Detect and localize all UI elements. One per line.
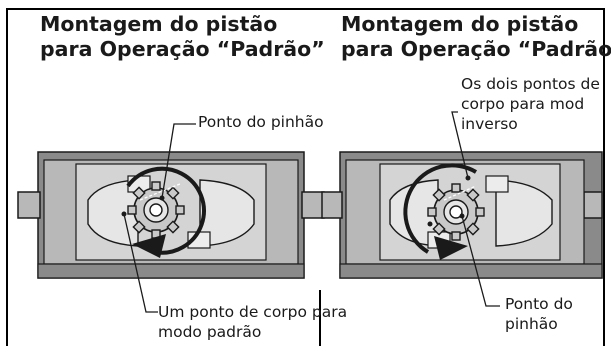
right-rotation-arc-icon <box>403 163 478 254</box>
right-leader-body <box>451 111 469 179</box>
right-callout-body-line2: corpo para mod <box>461 95 585 113</box>
left-leader-pinion <box>161 123 196 199</box>
right-callout-pinion-line2: pinhão <box>505 315 558 333</box>
left-callout-body-line1: Um ponto de corpo para <box>158 303 348 321</box>
right-housing-base <box>339 263 603 279</box>
right-actuator <box>321 111 603 307</box>
left-title: Montagem do pistão para Operação “Padrão… <box>40 12 325 62</box>
right-callout-body-line3: inverso <box>461 115 518 133</box>
left-pinion-gear-icon <box>127 181 185 239</box>
right-title-line2: para Operação “Padrão” <box>341 37 611 61</box>
frame-border-left <box>6 8 8 346</box>
right-piston-right <box>495 179 553 247</box>
frame-border-right <box>603 8 605 346</box>
right-pinion-gear-icon <box>427 183 485 241</box>
left-callout-body: Um ponto de corpo para modo padrão <box>158 302 347 342</box>
frame-border-top <box>6 8 605 10</box>
left-end-cap-left <box>17 191 41 219</box>
left-title-line2: para Operação “Padrão” <box>40 37 325 61</box>
left-leader-body <box>123 213 158 313</box>
left-callout-pinion: Ponto do pinhão <box>198 113 324 131</box>
right-callout-pinion-line1: Ponto do <box>505 295 573 313</box>
left-actuator <box>17 123 325 313</box>
left-rotation-arrow-icon <box>132 234 166 258</box>
right-title: Montagem do pistão para Operação “Padrão… <box>341 12 611 62</box>
left-rotation-arc-icon <box>126 166 206 255</box>
right-callout-body: Os dois pontos de corpo para mod inverso <box>461 74 600 134</box>
right-end-cap-right <box>583 191 603 219</box>
right-rotation-arrow-icon <box>434 236 468 260</box>
frame-divider-bottom <box>319 290 321 346</box>
right-title-line1: Montagem do pistão <box>341 12 579 36</box>
right-callout-body-line1: Os dois pontos de <box>461 75 600 93</box>
right-body-dot-icon-2 <box>427 221 433 227</box>
left-piston-right <box>199 179 255 247</box>
right-leader-pinion <box>461 215 500 307</box>
left-housing-base <box>37 263 305 279</box>
left-title-line1: Montagem do pistão <box>40 12 278 36</box>
right-callout-pinion: Ponto do pinhão <box>505 294 573 334</box>
left-callout-body-line2: modo padrão <box>158 323 262 341</box>
left-end-cap-right <box>301 191 325 219</box>
right-end-cap-left <box>321 191 343 219</box>
